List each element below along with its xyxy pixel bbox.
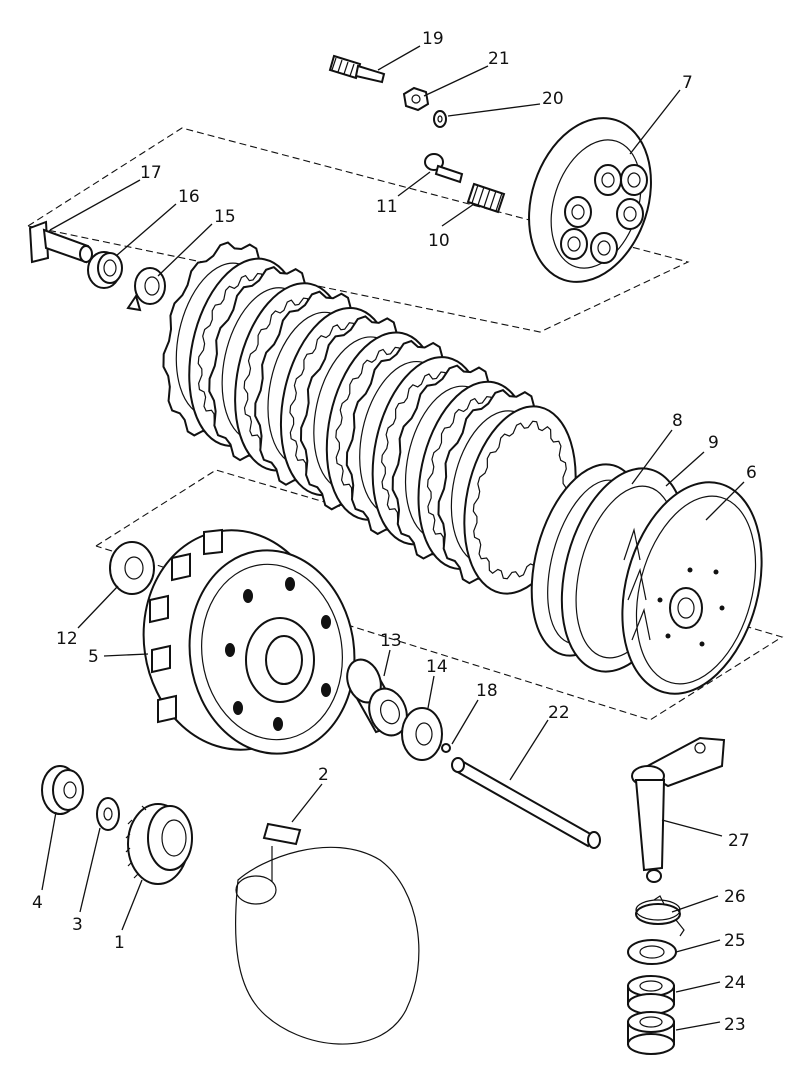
label-21: 21 <box>488 49 510 69</box>
label-25: 25 <box>724 931 746 951</box>
plate-stack <box>162 241 577 595</box>
label-4: 4 <box>32 893 43 913</box>
part-23-bearing <box>627 1011 675 1055</box>
label-10: 10 <box>428 231 450 251</box>
label-14: 14 <box>426 657 448 677</box>
label-7: 7 <box>682 73 693 93</box>
label-5: 5 <box>88 647 99 667</box>
crank-cover-outline <box>234 846 420 1045</box>
label-16: 16 <box>178 187 200 207</box>
label-3: 3 <box>72 915 83 935</box>
label-15: 15 <box>214 207 236 227</box>
part-3-washer <box>96 797 120 831</box>
label-1: 1 <box>114 933 125 953</box>
part-22-push-rod <box>451 757 601 849</box>
leader-lines <box>41 45 745 1031</box>
assembly-box-housing <box>95 469 784 721</box>
label-6: 6 <box>746 463 757 483</box>
part-13-spacer <box>346 658 408 737</box>
part-16-bearing <box>87 251 123 289</box>
part-25-oil-seal <box>627 939 677 965</box>
label-13: 13 <box>380 631 402 651</box>
part-10-spring <box>466 182 506 214</box>
part-19-adjust-screw <box>328 54 386 84</box>
label-27: 27 <box>728 831 750 851</box>
label-23: 23 <box>724 1015 746 1035</box>
part-6-clutch-boss <box>621 481 763 695</box>
label-22: 22 <box>548 703 570 723</box>
part-26-spring <box>635 895 685 937</box>
assembly-box-pressure <box>27 127 690 333</box>
part-labels: 19 21 20 7 11 10 17 16 15 8 9 6 12 5 13 … <box>32 29 757 1035</box>
part-11-bolt <box>424 153 464 184</box>
part-4-nut <box>41 765 84 815</box>
label-19: 19 <box>422 29 444 49</box>
label-17: 17 <box>140 163 162 183</box>
part-20-washer <box>433 110 447 128</box>
part-2-key <box>262 822 302 846</box>
part-15-lock-washer <box>126 267 166 312</box>
label-20: 20 <box>542 89 564 109</box>
part-14-washer <box>401 707 443 761</box>
label-12: 12 <box>56 629 78 649</box>
part-27-push-lever <box>631 736 726 883</box>
part-1-primary-gear <box>125 803 193 885</box>
label-2: 2 <box>318 765 329 785</box>
part-17-push-rod <box>28 220 93 264</box>
label-18: 18 <box>476 681 498 701</box>
part-5-clutch-housing <box>142 528 356 755</box>
label-8: 8 <box>672 411 683 431</box>
part-12-thrust-washer <box>109 541 155 595</box>
part-7-pressure-plate <box>528 117 652 283</box>
part-21-nut <box>402 86 430 112</box>
label-24: 24 <box>724 973 746 993</box>
label-9: 9 <box>708 433 719 453</box>
label-11: 11 <box>376 197 398 217</box>
label-26: 26 <box>724 887 746 907</box>
part-24-bearing <box>627 975 675 1015</box>
part-18-ball <box>441 743 451 753</box>
